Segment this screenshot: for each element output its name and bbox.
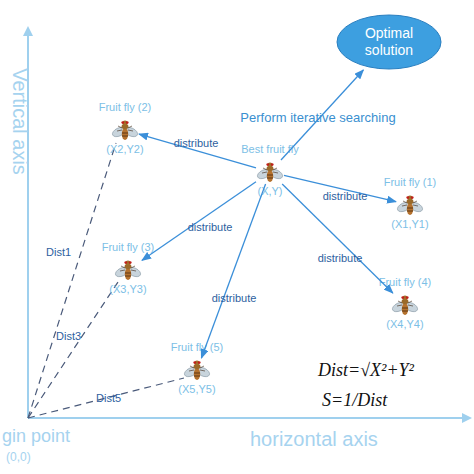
distance-label: Dist1 [46, 246, 71, 258]
fly-name: Best fruit fly [241, 143, 298, 155]
distribute-arrow [201, 184, 265, 358]
fly-name: Fruit fly (2) [99, 101, 152, 113]
distance-label: Dist5 [96, 392, 121, 404]
edge-label: distribute [174, 137, 219, 149]
fruit-fly-node: Fruit fly (2)(X2,Y2) [111, 118, 139, 142]
distribute-arrow [142, 182, 256, 261]
edge-label: distribute [318, 252, 363, 264]
distance-line [28, 378, 184, 418]
coordinate-label: (0,0) [6, 450, 31, 464]
fruit-fly-icon [256, 160, 284, 184]
fly-coordinates: (X3,Y3) [109, 283, 146, 295]
fruit-fly-icon [183, 358, 211, 382]
distribute-arrow [282, 184, 393, 293]
fruit-fly-node: Fruit fly (4)(X4,Y4) [391, 293, 419, 317]
fly-coordinates: (X5,Y5) [178, 383, 215, 395]
edge-label: Perform iterative searching [240, 110, 395, 125]
distance-label: Dist3 [56, 330, 81, 342]
fruit-fly-node: Best fruit fly(X,Y) [256, 160, 284, 184]
fly-coordinates: (X2,Y2) [106, 143, 143, 155]
fruit-fly-icon [111, 118, 139, 142]
axis-label: gin point [2, 426, 70, 447]
fly-name: Fruit fly (1) [384, 176, 437, 188]
fruit-fly-icon [114, 258, 142, 282]
edge-label: distribute [323, 190, 368, 202]
horizontal-axis [28, 417, 470, 419]
fly-coordinates: (X4,Y4) [386, 318, 423, 330]
node-text: Optimal solution [336, 14, 442, 70]
distribute-arrow [284, 175, 396, 201]
distribute-arrow [139, 134, 256, 168]
edge-label: distribute [188, 221, 233, 233]
distance-line [28, 143, 116, 418]
axis-label: Vertical axis [8, 68, 31, 175]
fruit-fly-node: Fruit fly (5)(X5,Y5) [183, 358, 211, 382]
fruit-fly-node: Fruit fly (3)(X3,Y3) [114, 258, 142, 282]
fruit-fly-node: Fruit fly (1)(X1,Y1) [396, 193, 424, 217]
edge-label: distribute [212, 292, 257, 304]
fly-name: Fruit fly (3) [102, 241, 155, 253]
fruit-fly-icon [396, 193, 424, 217]
formula-text: S=1/Dist [322, 390, 387, 411]
formula-text: Dist=√X²+Y² [318, 360, 414, 381]
fly-name: Fruit fly (5) [171, 341, 224, 353]
axis-label: horizontal axis [250, 428, 378, 451]
fly-coordinates: (X1,Y1) [391, 218, 428, 230]
solution-ellipse: Optimal solution [336, 14, 442, 70]
fruit-fly-icon [391, 293, 419, 317]
